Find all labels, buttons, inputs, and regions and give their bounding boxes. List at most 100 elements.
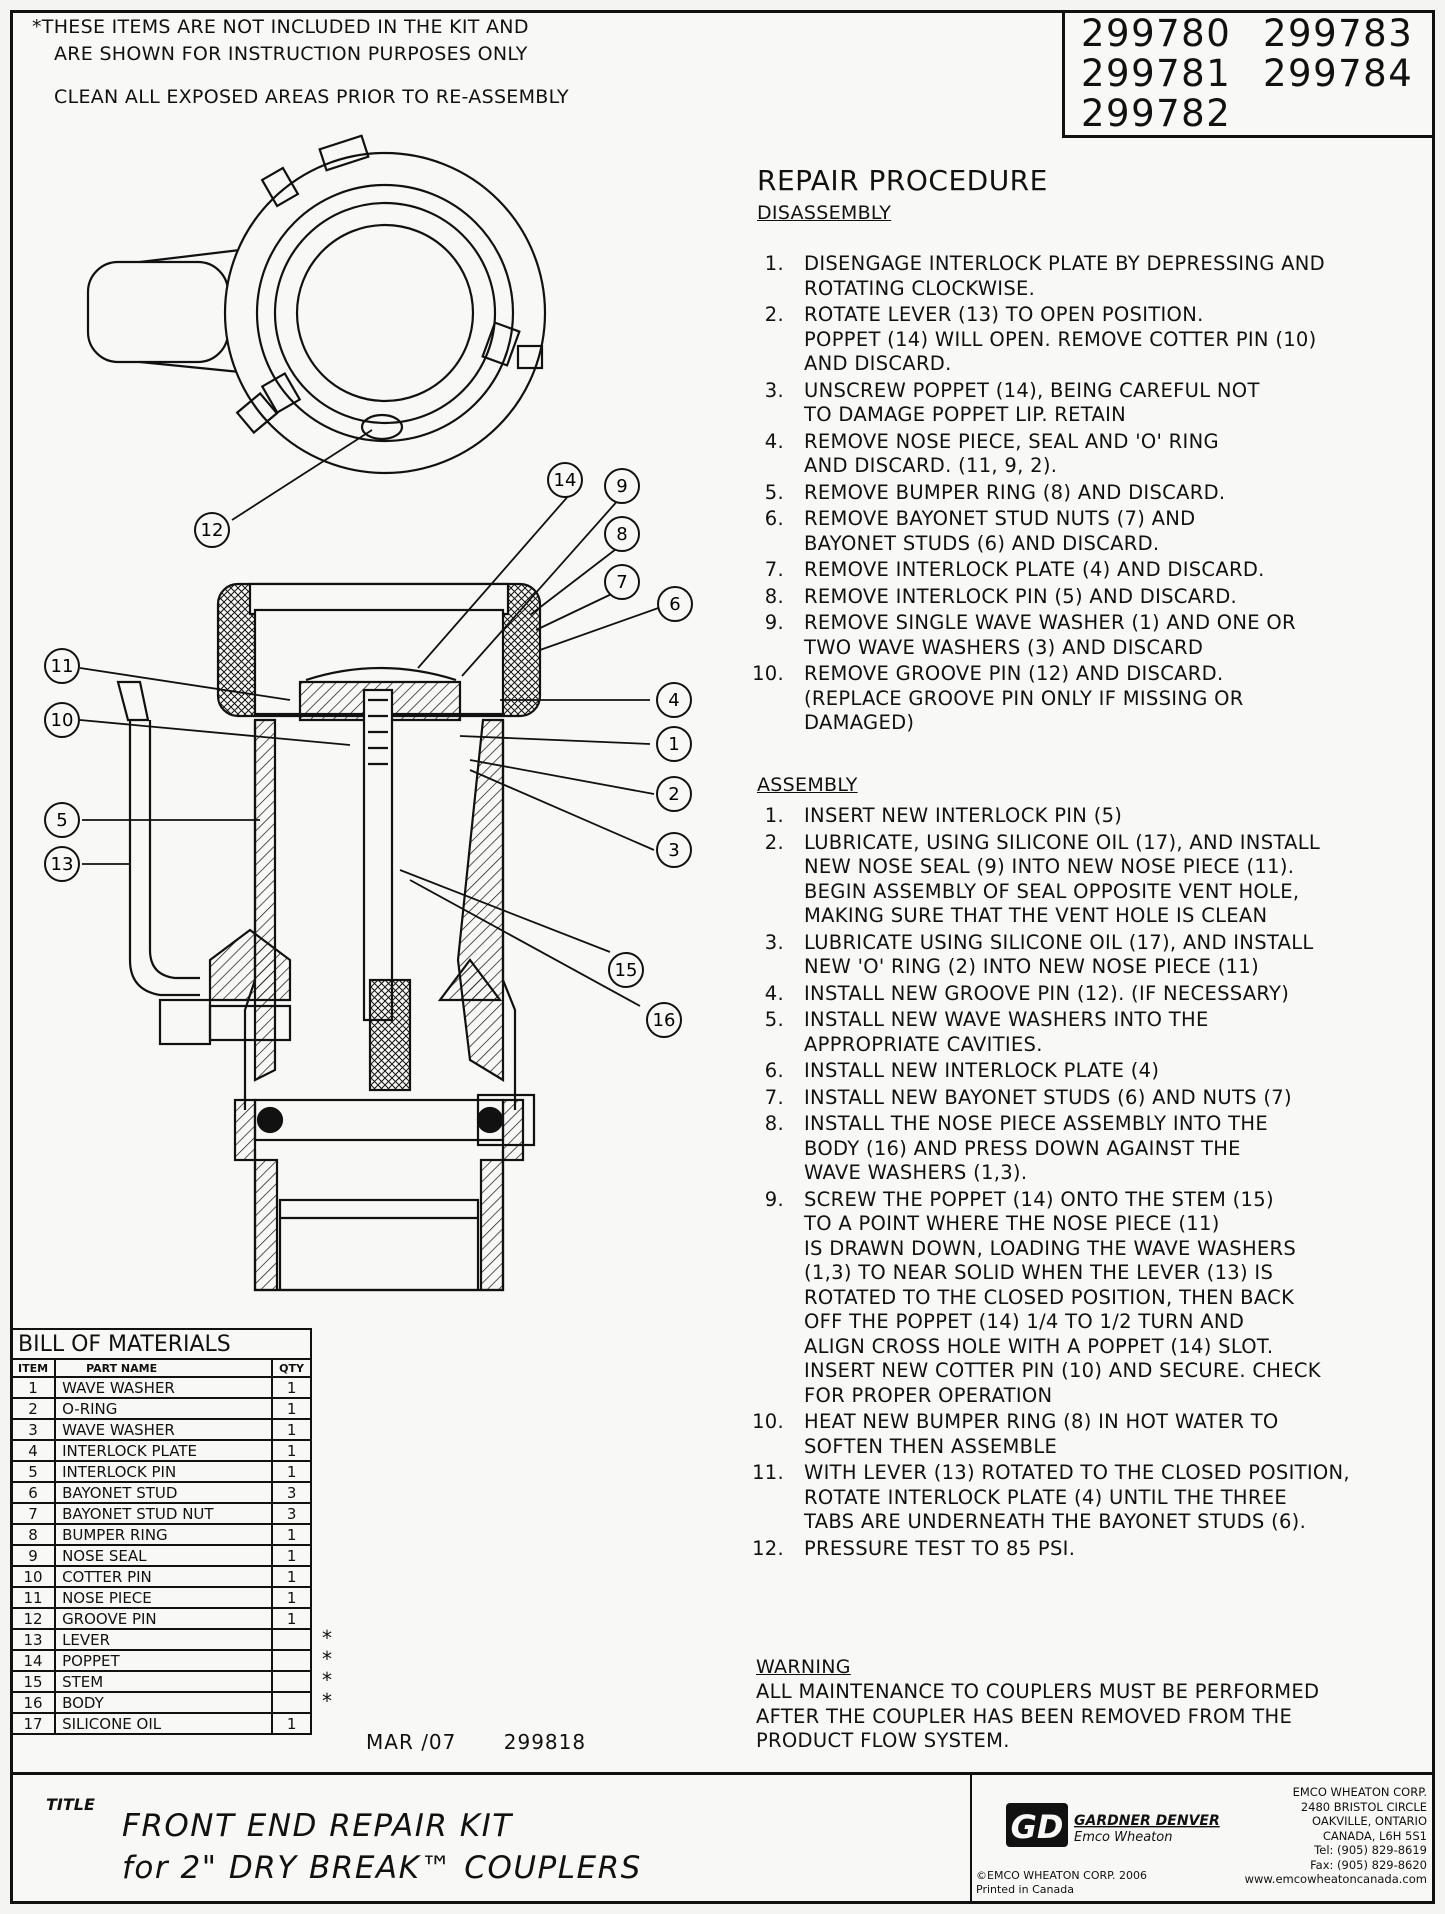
bom-cell-item: 4 <box>9 1439 57 1462</box>
bom-cell-name: BODY <box>54 1691 274 1714</box>
part-number: 299782 <box>1081 92 1232 135</box>
bom-cell-name: GROOVE PIN <box>54 1607 274 1630</box>
bom-qty: 1 <box>286 1399 297 1418</box>
step-number: 2. <box>764 830 784 854</box>
bom-cell-name: LEVER <box>54 1628 274 1651</box>
bom-name: STEM <box>62 1672 104 1691</box>
bom-item: 15 <box>23 1672 43 1691</box>
disassembly-step: 5.REMOVE BUMPER RING (8) AND DISCARD. <box>744 481 1414 506</box>
callout-15: 15 <box>608 952 644 988</box>
step-text: INSTALL NEW INTERLOCK PLATE (4) <box>804 1059 1160 1082</box>
bom-name: NOSE SEAL <box>62 1546 147 1565</box>
svg-text:Emco Wheaton: Emco Wheaton <box>1074 1830 1172 1845</box>
callout-9: 9 <box>604 468 640 504</box>
step-number: 4. <box>764 981 784 1005</box>
not-included-note: *THESE ITEMS ARE NOT INCLUDED IN THE KIT… <box>32 14 529 68</box>
bom-qty: 1 <box>286 1441 297 1460</box>
disassembly-step: 8.REMOVE INTERLOCK PIN (5) AND DISCARD. <box>744 585 1414 610</box>
assembly-steps: 1.INSERT NEW INTERLOCK PIN (5)2.LUBRICAT… <box>744 804 1414 1563</box>
svg-text:3: 3 <box>668 840 679 861</box>
bom-qty: 1 <box>286 1567 297 1586</box>
assembly-step: 9.SCREW THE POPPET (14) ONTO THE STEM (1… <box>744 1188 1414 1409</box>
bom-row: 4 INTERLOCK PLATE 1 <box>9 1439 312 1462</box>
disassembly-step: 7.REMOVE INTERLOCK PLATE (4) AND DISCARD… <box>744 558 1414 583</box>
bom-cell-qty: * <box>271 1668 332 1693</box>
step-number: 9. <box>764 611 784 634</box>
step-number: 1. <box>764 804 784 827</box>
assembly-step: 3.LUBRICATE USING SILICONE OIL (17), AND… <box>744 931 1414 980</box>
bom-cell-name: POPPET <box>54 1649 274 1672</box>
step-text: DISENGAGE INTERLOCK PLATE BY DEPRESSING … <box>804 252 1325 300</box>
not-included-marker: * <box>322 1668 332 1692</box>
part-number-box: 299780 299783 299781 299784 299782 <box>1062 10 1435 138</box>
date-code: MAR /07 <box>366 1730 457 1754</box>
bom-cell-item: 16 <box>9 1691 57 1714</box>
svg-text:4: 4 <box>668 690 679 711</box>
callout-6: 6 <box>657 586 693 622</box>
step-number: 11. <box>752 1461 784 1484</box>
step-number: 10. <box>752 1410 784 1433</box>
svg-text:10: 10 <box>51 710 74 731</box>
step-number: 7. <box>764 558 784 581</box>
step-number: 2. <box>764 303 784 326</box>
bom-cell-name: WAVE WASHER <box>54 1418 274 1441</box>
bom-qty: 3 <box>286 1504 297 1523</box>
bom-cell-name: INTERLOCK PLATE <box>54 1439 274 1462</box>
step-number: 6. <box>764 1059 784 1082</box>
bom-cell-name: COTTER PIN <box>54 1565 274 1588</box>
bom-cell-item: 13 <box>9 1628 57 1651</box>
step-text: ROTATE LEVER (13) TO OPEN POSITION. POPP… <box>804 303 1317 375</box>
step-number: 12. <box>752 1536 784 1560</box>
svg-text:9: 9 <box>616 476 627 497</box>
top-view <box>86 134 547 475</box>
bom-qty: 1 <box>286 1462 297 1481</box>
title-divider <box>970 1775 972 1904</box>
step-number: 9. <box>764 1187 784 1211</box>
svg-text:8: 8 <box>616 524 627 545</box>
disassembly-step: 6.REMOVE BAYONET STUD NUTS (7) AND BAYON… <box>744 507 1414 556</box>
assembly-step: 12.PRESSURE TEST TO 85 PSI. <box>744 1537 1414 1562</box>
step-text: HEAT NEW BUMPER RING (8) IN HOT WATER TO… <box>804 1410 1279 1458</box>
not-included-marker: * <box>322 1626 332 1650</box>
bom-col-qty: QTY <box>271 1358 312 1378</box>
callout-8: 8 <box>604 516 640 552</box>
bom-name: POPPET <box>62 1651 120 1670</box>
leader-lines <box>79 429 665 1007</box>
bom-item: 12 <box>23 1609 43 1628</box>
disassembly-step: 4.REMOVE NOSE PIECE, SEAL AND 'O' RING A… <box>744 430 1414 479</box>
bom-title: BILL OF MATERIALS <box>10 1328 312 1360</box>
step-number: 1. <box>764 252 784 275</box>
warning-text: ALL MAINTENANCE TO COUPLERS MUST BE PERF… <box>756 1680 1320 1752</box>
svg-text:5: 5 <box>56 810 67 831</box>
part-number: 299780 <box>1081 12 1232 55</box>
bom-name: INTERLOCK PLATE <box>62 1441 197 1460</box>
bom-item: 13 <box>23 1630 43 1649</box>
warning-heading: WARNING <box>756 1656 851 1678</box>
bom-cell-qty: 1 <box>271 1565 312 1588</box>
step-text: REMOVE NOSE PIECE, SEAL AND 'O' RING AND… <box>804 429 1219 478</box>
callout-4: 4 <box>656 682 692 718</box>
coupler-drawing: 12 14 9 8 7 6 11 10 4 1 2 3 5 13 15 16 <box>44 134 693 1292</box>
svg-text:12: 12 <box>201 520 224 541</box>
bom-cell-qty: 1 <box>271 1586 312 1609</box>
svg-text:2: 2 <box>668 784 679 805</box>
assembly-step: 2.LUBRICATE, USING SILICONE OIL (17), AN… <box>744 831 1414 929</box>
bom-cell-name: WAVE WASHER <box>54 1376 274 1399</box>
bom-name: COTTER PIN <box>62 1567 152 1586</box>
step-number: 3. <box>764 378 784 402</box>
assembly-step: 5.INSTALL NEW WAVE WASHERS INTO THE APPR… <box>744 1008 1414 1057</box>
bom-name: BAYONET STUD <box>62 1483 178 1502</box>
note-line-2: ARE SHOWN FOR INSTRUCTION PURPOSES ONLY <box>54 43 528 65</box>
part-number: 299784 <box>1263 52 1414 95</box>
step-text: REMOVE SINGLE WAVE WASHER (1) AND ONE OR… <box>804 611 1296 659</box>
bom-name: BAYONET STUD NUT <box>62 1504 214 1523</box>
bom-item: 17 <box>23 1714 43 1733</box>
bom-name: BODY <box>62 1693 104 1712</box>
bom-item: 5 <box>28 1462 38 1481</box>
